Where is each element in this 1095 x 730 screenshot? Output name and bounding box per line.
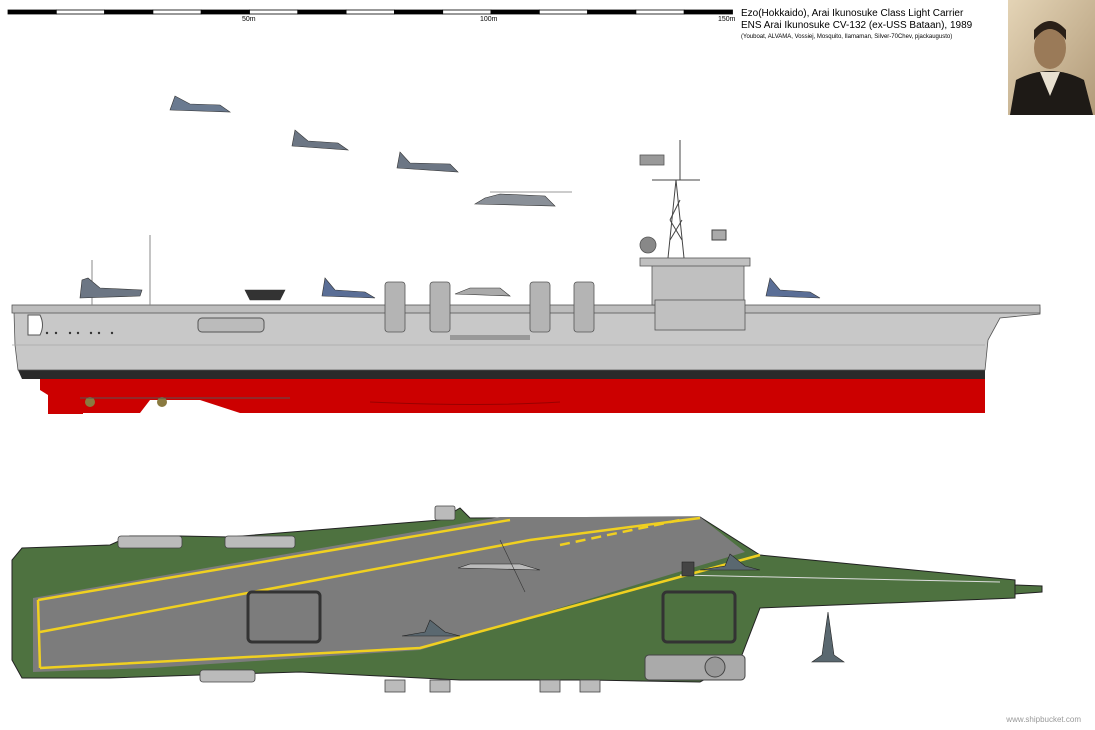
island-top-view (644, 654, 746, 681)
scale-segment (490, 9, 540, 15)
scale-segment (683, 9, 733, 15)
scale-segment (152, 9, 202, 15)
scale-segment (7, 9, 57, 15)
helicopter-icon (244, 289, 286, 301)
scale-label-50m: 50m (242, 16, 256, 23)
scale-segment (104, 9, 154, 15)
watermark: www.shipbucket.com (1006, 715, 1081, 724)
scale-segment (249, 9, 299, 15)
scale-segment (345, 9, 395, 15)
island-superstructure (639, 154, 751, 331)
deck-aircraft (401, 539, 845, 663)
scale-segment (55, 9, 105, 15)
side-view-hull (11, 140, 1041, 414)
credits: (Youboat, ALVAMA, Vossiej, Mosquito, Ila… (741, 34, 953, 40)
scale-segment (442, 9, 492, 15)
top-view-flight-deck (11, 505, 1043, 693)
scale-segment (297, 9, 347, 15)
helicopter-icon (454, 287, 511, 297)
scale-segment (538, 9, 588, 15)
portrait-photo (1008, 0, 1095, 115)
scale-label-150m: 150m (718, 16, 736, 23)
lattice-mast (652, 140, 727, 259)
tracker-aircraft-icon (396, 151, 459, 173)
seaking-helicopter-icon (473, 193, 556, 207)
skyhawk-aircraft-icon (321, 277, 376, 299)
scale-segment (200, 9, 250, 15)
harrier-aircraft-icon (169, 95, 231, 113)
scale-bar (7, 9, 733, 15)
scale-segment (393, 9, 444, 15)
skyhawk-aircraft-icon (291, 129, 350, 151)
scale-segment (635, 9, 685, 15)
scale-label-100m: 100m (480, 16, 498, 23)
tracker-aircraft-icon (79, 277, 143, 299)
skyhawk-aircraft-icon (765, 277, 821, 299)
side-view-aircraft (79, 95, 821, 301)
scale-segment (587, 9, 637, 15)
ship-name-title: ENS Arai Ikunosuke CV-132 (ex-USS Bataan… (741, 20, 973, 31)
ship-class-title: Ezo(Hokkaido), Arai Ikunosuke Class Ligh… (741, 8, 964, 19)
